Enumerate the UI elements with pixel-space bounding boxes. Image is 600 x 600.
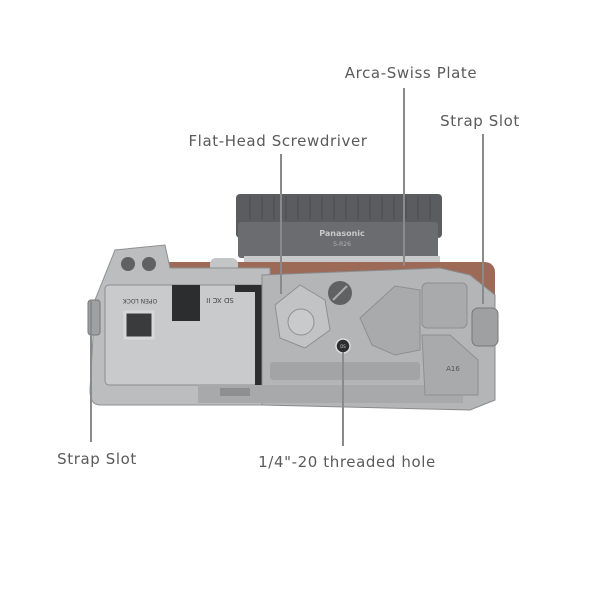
svg-text:SD XC II: SD XC II: [206, 296, 234, 304]
label-strap-slot-right: Strap Slot: [440, 112, 520, 130]
lens: Panasonic S-R26: [236, 194, 442, 268]
label-strap-slot-left: Strap Slot: [57, 450, 137, 468]
svg-text:DS: DS: [340, 344, 346, 349]
svg-text:S-R26: S-R26: [333, 241, 351, 248]
arca-swiss-leader-line: [403, 88, 405, 266]
svg-text:Panasonic: Panasonic: [319, 229, 365, 238]
flat-head-leader-line: [280, 154, 282, 294]
label-threaded-hole: 1/4"-20 threaded hole: [258, 453, 436, 471]
svg-text:OPEN LOCK: OPEN LOCK: [122, 297, 158, 304]
label-flat-head-screwdriver: Flat-Head Screwdriver: [188, 132, 368, 150]
svg-text:A16: A16: [446, 365, 460, 373]
label-arca-swiss-plate: Arca-Swiss Plate: [344, 64, 478, 82]
threaded-hole-leader-line: [342, 352, 344, 446]
strap-slot-left-leader-line: [90, 300, 92, 442]
strap-slot-right-leader-line: [482, 134, 484, 304]
